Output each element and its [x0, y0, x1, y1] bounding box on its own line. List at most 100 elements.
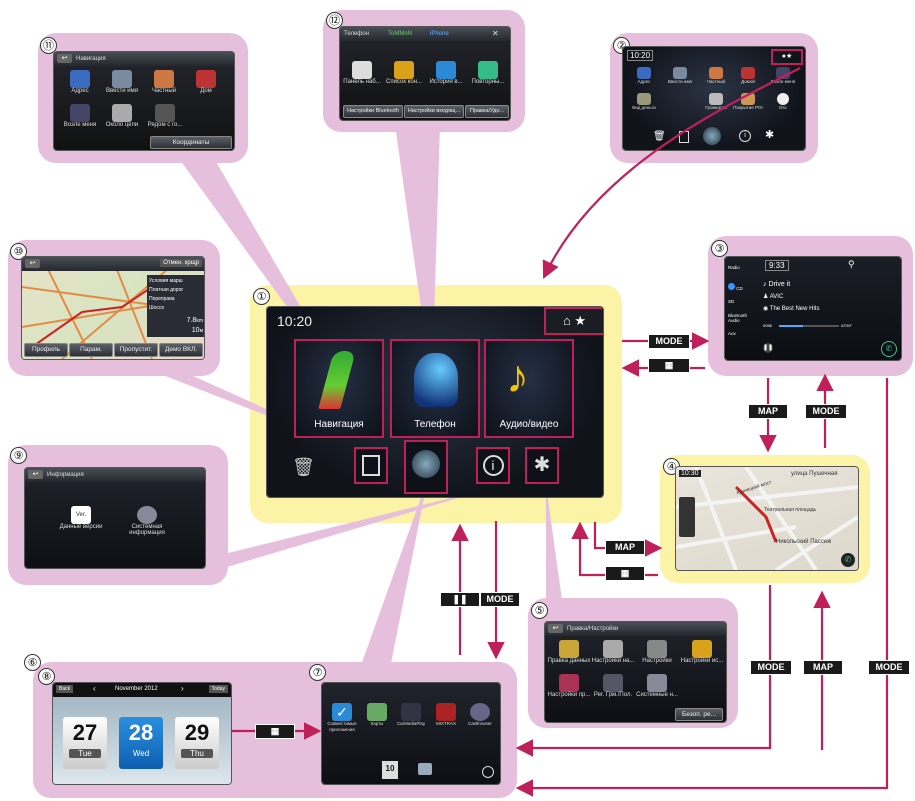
- app-label: Карты: [370, 721, 384, 726]
- home-item[interactable]: Адрес: [627, 67, 661, 85]
- label-8: ⑧: [38, 668, 55, 685]
- incoming-settings-button[interactable]: Настройки входящ...: [404, 105, 464, 118]
- distance-next: 10м: [149, 326, 203, 336]
- edit-icon: [362, 455, 380, 476]
- mode-tag: MODE: [480, 592, 520, 607]
- safe-mode-button[interactable]: Безоп. ре...: [675, 708, 723, 721]
- speaker-icon: [647, 640, 667, 658]
- money-icon: [637, 93, 651, 105]
- app-item[interactable]: CarBrowser: [462, 703, 498, 727]
- source-bt[interactable]: Bluetooth Audio: [728, 313, 758, 323]
- nav-item-name[interactable]: Ввести имя: [102, 70, 142, 94]
- day-card[interactable]: 29 Thu: [175, 717, 219, 769]
- zoom-panel[interactable]: [679, 497, 695, 537]
- settings-item[interactable]: Рег. Грм./Пол.: [591, 674, 635, 698]
- settings-item[interactable]: Настройки на...: [591, 640, 635, 664]
- back-button[interactable]: ↩: [25, 259, 40, 268]
- next-month-icon[interactable]: ›: [181, 684, 184, 693]
- settings-item-label: Настройки: [642, 658, 672, 664]
- nav-item-address[interactable]: Адрес: [60, 70, 100, 94]
- skip-button[interactable]: Пропустит.: [114, 343, 158, 357]
- home-item[interactable]: Громкость: [699, 93, 733, 111]
- navigation-menu-screen: ↩Навигация Адрес Ввести имя Частный Дом …: [54, 52, 234, 150]
- source-sd[interactable]: SD: [728, 299, 756, 304]
- prev-month-icon[interactable]: ‹: [93, 684, 96, 693]
- app-item[interactable]: CarMediaPlay: [392, 703, 430, 727]
- gear-icon[interactable]: ✱: [765, 129, 775, 141]
- demo-button[interactable]: Демо ВКЛ.: [159, 343, 203, 357]
- info-button[interactable]: i: [476, 447, 510, 484]
- day-card[interactable]: 27 Tue: [63, 717, 107, 769]
- cancel-route-button[interactable]: Отмен. крщр: [160, 259, 202, 267]
- coordinates-button[interactable]: Координаты: [150, 136, 232, 149]
- source-cd[interactable]: CD: [728, 283, 756, 291]
- day-card-selected[interactable]: 28 Wed: [119, 717, 163, 769]
- nav-item-city[interactable]: Рядом с го...: [144, 104, 186, 128]
- phone-icon[interactable]: ✆: [841, 553, 855, 567]
- phone-item-contacts[interactable]: Список кон...: [384, 61, 424, 85]
- home-item[interactable]: Вид деньги: [627, 93, 661, 111]
- search-icon[interactable]: ⚲: [848, 259, 855, 269]
- version-data-item[interactable]: Ver.Данные версии: [51, 506, 111, 530]
- phone-item-history[interactable]: История в...: [426, 61, 466, 85]
- bluetooth-settings-button[interactable]: Настройки Bluetooth: [343, 105, 403, 118]
- nav-item-nearby[interactable]: Возле меня: [60, 104, 100, 128]
- profile-button[interactable]: Профиль: [24, 343, 68, 357]
- phone-item-dialpad[interactable]: Панель наб...: [342, 61, 382, 85]
- audio-video-button[interactable]: ♪ Аудио/видео: [484, 339, 574, 438]
- home-item[interactable]: Частный: [699, 67, 733, 85]
- nav-item-route[interactable]: Около цепи: [102, 104, 142, 128]
- settings-item[interactable]: Настройки: [635, 640, 679, 664]
- settings-titlebar: ↩Правка/Настройки: [545, 622, 726, 636]
- phone-menu-screen: Телефон ToMMoN iPhone ✕ Панель наб... Сп…: [340, 27, 510, 120]
- nav-item-home[interactable]: Дом: [186, 70, 226, 94]
- settings-item[interactable]: Настройки ис...: [679, 640, 725, 664]
- back-button[interactable]: ↩: [28, 470, 43, 479]
- home-item[interactable]: Домой: [731, 67, 765, 85]
- source-aux[interactable]: Aux: [728, 331, 756, 336]
- app-item[interactable]: ✓Совместимые приложения: [324, 703, 360, 733]
- home-item[interactable]: Dsc: [765, 93, 801, 111]
- home-item[interactable]: Ввести имя: [663, 67, 697, 85]
- disc-icon: [728, 283, 735, 290]
- settings-item-label: Настройки пр...: [547, 692, 591, 698]
- dialpad-icon: [352, 61, 372, 79]
- phone-icon[interactable]: ✆: [881, 341, 897, 357]
- edit-shortcut-button[interactable]: [354, 447, 388, 484]
- system-info-item[interactable]: Системная информация: [117, 506, 177, 536]
- home-favorite-button[interactable]: ⌂ ★: [544, 307, 603, 335]
- settings-item[interactable]: Правка данных: [547, 640, 591, 664]
- settings-item[interactable]: Настройки пр...: [547, 674, 591, 698]
- nav-item-private[interactable]: Частный: [144, 70, 184, 94]
- params-button[interactable]: Парам.: [69, 343, 113, 357]
- app-item[interactable]: MIXTRAX: [430, 703, 462, 727]
- close-icon[interactable]: ✕: [492, 29, 499, 38]
- calendar-back-button[interactable]: Back: [56, 685, 74, 693]
- settings-item[interactable]: Системные н...: [635, 674, 679, 698]
- back-button[interactable]: ↩: [57, 54, 72, 63]
- globe-icon[interactable]: [703, 127, 721, 145]
- back-button[interactable]: ↩: [548, 624, 563, 633]
- edit-delete-button[interactable]: Правка/Удо...: [465, 105, 509, 118]
- source-radio[interactable]: Radio: [728, 265, 756, 270]
- phone-item-redial[interactable]: Повторны...: [468, 61, 508, 85]
- home-icon: [741, 67, 755, 79]
- clock-icon[interactable]: [482, 766, 494, 778]
- home-item-label: Ввести имя: [668, 79, 692, 84]
- progress-bar[interactable]: [779, 325, 839, 327]
- trash-icon[interactable]: 🗑: [292, 457, 315, 477]
- app-item[interactable]: Карты: [362, 703, 392, 727]
- settings-button[interactable]: ✱: [525, 447, 559, 484]
- home-favorite-toggle[interactable]: ●★: [771, 49, 803, 65]
- app-button[interactable]: [404, 440, 448, 494]
- trash-icon[interactable]: 🗑: [653, 131, 666, 142]
- phone-button[interactable]: Телефон: [390, 339, 480, 438]
- navigation-button[interactable]: Навигация: [294, 339, 384, 438]
- info-icon[interactable]: i: [739, 130, 751, 142]
- calendar-today-button[interactable]: Today: [208, 685, 228, 693]
- app-dock-icon[interactable]: [418, 763, 432, 775]
- pause-icon[interactable]: ❚❚: [763, 343, 774, 353]
- city-icon: [155, 104, 175, 122]
- system-gear-icon: [137, 506, 157, 524]
